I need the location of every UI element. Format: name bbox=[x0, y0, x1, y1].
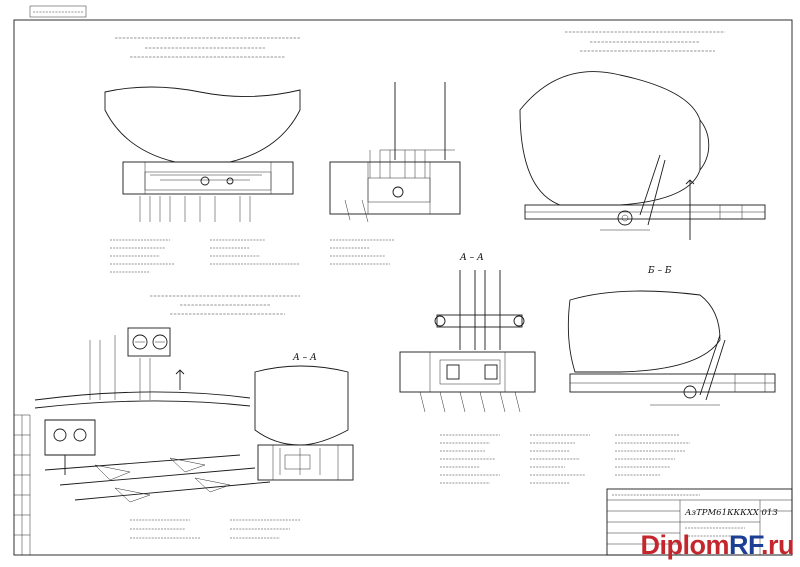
section-label-a-a-top: А – А bbox=[459, 253, 484, 263]
watermark-rf: RF bbox=[728, 530, 762, 560]
left-margin-columns bbox=[14, 414, 31, 555]
top-middle-assembly bbox=[329, 82, 461, 223]
legend-top-middle bbox=[330, 239, 395, 265]
legend-top-left bbox=[110, 239, 300, 273]
bottom-right-wheel-assembly bbox=[567, 290, 776, 406]
top-right-wheel-assembly bbox=[519, 71, 766, 240]
top-left-assembly bbox=[104, 86, 301, 222]
watermark-logo: DiplomRF.ru bbox=[640, 530, 794, 561]
watermark-diplom: Diplom bbox=[640, 530, 729, 560]
title-middle-left-scribbles bbox=[150, 295, 300, 315]
stamp-code: АзТРМ61КККХХ 013 bbox=[684, 508, 778, 518]
section-label-a-a-left: А – А bbox=[292, 353, 317, 363]
title-top-right-scribbles bbox=[565, 31, 725, 52]
legend-bottom bbox=[130, 434, 690, 539]
section-label-b-b: Б – Б bbox=[647, 266, 672, 276]
bottom-left-rail-perspective bbox=[44, 419, 271, 503]
title-stamp-block bbox=[606, 488, 793, 556]
outer-frame bbox=[13, 19, 793, 556]
bottom-middle-wheel-assembly bbox=[254, 365, 354, 481]
middle-left-gauge-assembly bbox=[34, 327, 251, 409]
top-code-box bbox=[29, 5, 87, 18]
title-top-left-scribbles bbox=[115, 37, 300, 58]
watermark-ru: .ru bbox=[760, 530, 795, 560]
middle-center-assembly bbox=[399, 270, 536, 413]
stamp-scribbles bbox=[685, 527, 745, 537]
